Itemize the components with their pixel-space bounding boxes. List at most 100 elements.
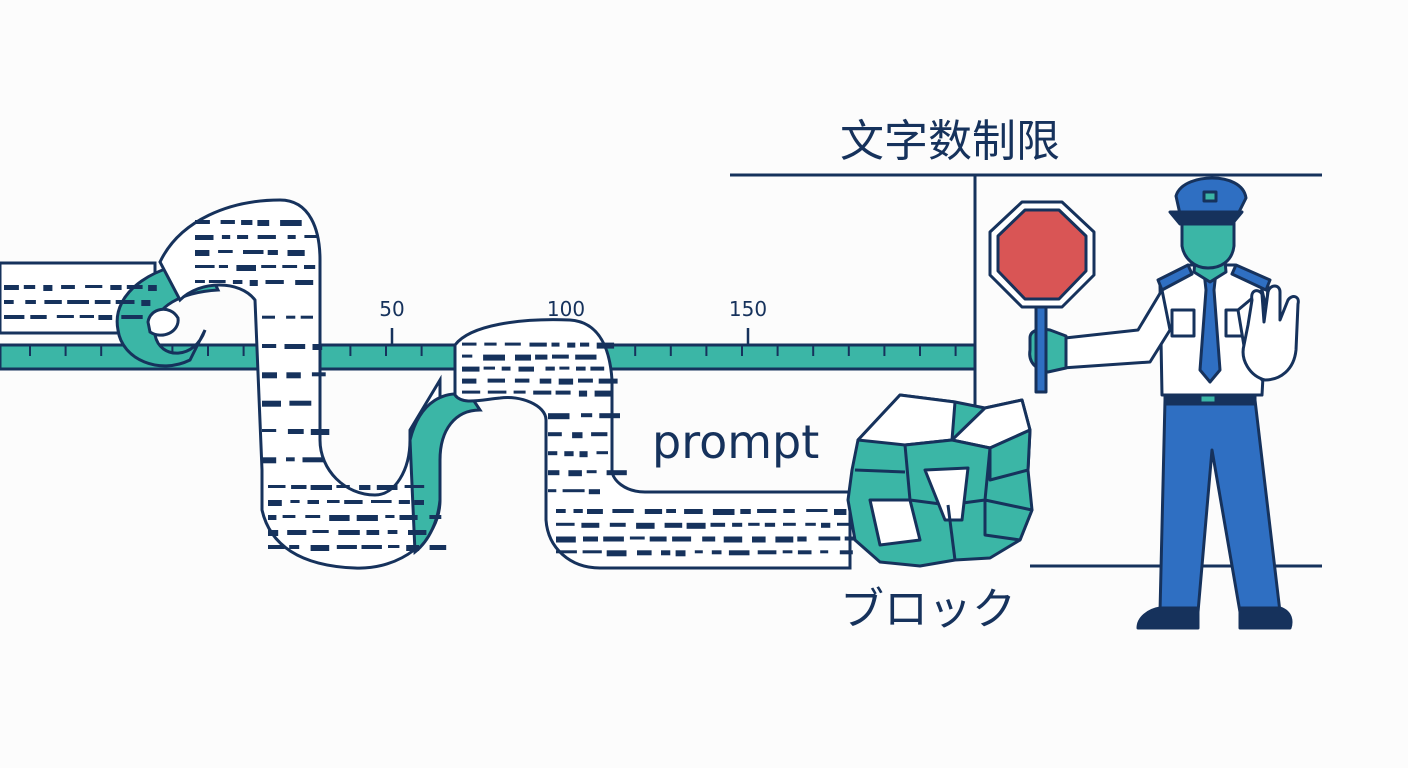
officer-face [1180, 212, 1236, 270]
ribbon-glyph-mark [282, 515, 296, 518]
tick-label-50: 50 [379, 297, 404, 321]
ribbon-glyph-mark [268, 485, 286, 488]
ribbon-glyph-mark [684, 509, 703, 514]
ribbon-glyph-mark [462, 378, 477, 384]
ribbon-glyph-mark [712, 509, 735, 515]
ribbon-glyph-mark [359, 485, 371, 490]
ribbon-glyph-mark [85, 285, 103, 288]
ribbon-glyph-mark [548, 470, 560, 476]
ribbon-glyph-mark [567, 342, 576, 348]
ribbon-glyph-mark [591, 432, 608, 437]
ribbon-glyph-mark [141, 300, 151, 306]
ribbon-glyph-mark [606, 470, 627, 476]
ribbon-glyph-mark [94, 300, 111, 304]
block-label: ブロック [840, 584, 1016, 635]
ribbon-glyph-mark [4, 315, 25, 319]
ribbon-glyph-mark [295, 280, 314, 285]
ribbon-glyph-mark [262, 344, 277, 348]
ribbon-glyph-mark [399, 515, 418, 520]
ribbon-glyph-mark [839, 550, 853, 555]
ribbon-glyph-mark [483, 354, 505, 361]
officer-cap-visor [1168, 210, 1244, 226]
ribbon-glyph-mark [208, 280, 226, 283]
ribbon-glyph-mark [578, 378, 593, 383]
ribbon-glyph-mark [218, 265, 228, 268]
ribbon-glyph-mark [289, 545, 300, 549]
ribbon-glyph-mark [672, 536, 692, 542]
ribbon-glyph-mark [262, 315, 275, 319]
ribbon-glyph-mark [548, 432, 562, 437]
ribbon-glyph-mark [694, 550, 703, 554]
ribbon-glyph-mark [371, 500, 392, 503]
ribbon-glyph-mark [555, 390, 571, 395]
ribbon-glyph-mark [289, 400, 312, 406]
ribbon-glyph-mark [414, 500, 424, 505]
officer-left-pocket [1170, 308, 1196, 338]
ribbon-glyph-mark [286, 457, 295, 462]
ribbon-glyph-mark [300, 315, 313, 319]
ribbon-glyph-mark [307, 500, 319, 504]
ribbon-teal-fold [408, 392, 483, 556]
ribbon-glyph-mark [515, 354, 531, 361]
ribbon-glyph-mark [596, 451, 608, 455]
ribbon-glyph-mark [286, 372, 301, 379]
ribbon-roll-hole [146, 307, 180, 337]
ribbon-glyph-mark [529, 342, 547, 347]
ribbon-glyph-mark [757, 509, 777, 513]
ribbon-glyph-mark [462, 390, 481, 394]
ribbon-glyph-mark [262, 429, 277, 432]
ribbon-glyph-mark [599, 413, 620, 419]
ribbon-glyph-mark [606, 550, 627, 557]
ribbon-glyph-mark [752, 536, 766, 543]
ribbon-glyph-mark [573, 509, 583, 513]
ribbon-glyph-mark [287, 235, 296, 239]
ribbon-glyph-mark [805, 522, 816, 526]
ribbon-glyph-mark [837, 522, 853, 526]
officer-cap-badge [1202, 190, 1218, 203]
ribbon-glyph-mark [310, 545, 330, 551]
ribbon-glyph-mark [287, 250, 305, 256]
ribbon-glyph-mark [236, 265, 256, 271]
ribbon-glyph-mark [110, 285, 122, 290]
ribbon-glyph-mark [23, 285, 36, 289]
ribbon-glyph-mark [249, 280, 258, 286]
ribbon-glyph-mark [545, 366, 555, 371]
ribbon-glyph-mark [265, 280, 284, 284]
crumpled-text-block-icon [846, 393, 1034, 568]
ribbon-glyph-mark [518, 366, 534, 372]
ribbon-glyph-mark [67, 300, 89, 304]
ribbon-glyph-mark [514, 378, 530, 383]
stop-sign-icon [988, 200, 1096, 394]
ribbon-glyph-mark [195, 265, 215, 268]
ribbon-glyph-mark [221, 235, 231, 239]
ribbon-glyph-mark [257, 220, 270, 226]
ribbon-glyph-mark [548, 413, 570, 420]
ribbon-glyph-mark [262, 457, 277, 464]
officer-left-arm [1060, 288, 1172, 370]
ribbon-glyph-mark [280, 220, 302, 226]
officer-left-shoe [1136, 606, 1200, 630]
ribbon-second-wave [453, 318, 852, 570]
paper-scroll-icon [0, 198, 864, 570]
ribbon-glyph-mark [558, 378, 574, 385]
ribbon-glyph-mark [487, 390, 507, 394]
ribbon-glyph-mark [404, 485, 425, 488]
ribbon-glyph-mark [376, 485, 398, 490]
officer-trousers [1158, 398, 1282, 614]
ribbon-glyph-mark [305, 515, 321, 518]
ribbon-glyph-mark [195, 250, 210, 256]
ribbon-glyph-mark [61, 285, 75, 289]
ribbon-glyph-mark [612, 509, 634, 513]
ribbon-glyph-mark [702, 536, 716, 542]
ribbon-glyph-mark [268, 545, 285, 549]
ribbon-glyph-mark [582, 550, 602, 554]
ribbon-glyph-mark [556, 536, 576, 543]
ribbon-glyph-mark [686, 522, 706, 529]
ribbon-glyph-mark [304, 265, 316, 269]
ribbon-glyph-mark [484, 342, 497, 346]
ribbon-glyph-mark [535, 354, 548, 360]
ribbon-first-wave [158, 198, 442, 570]
ribbon-glyph-mark [195, 235, 214, 240]
ribbon-glyph-mark [462, 354, 473, 358]
